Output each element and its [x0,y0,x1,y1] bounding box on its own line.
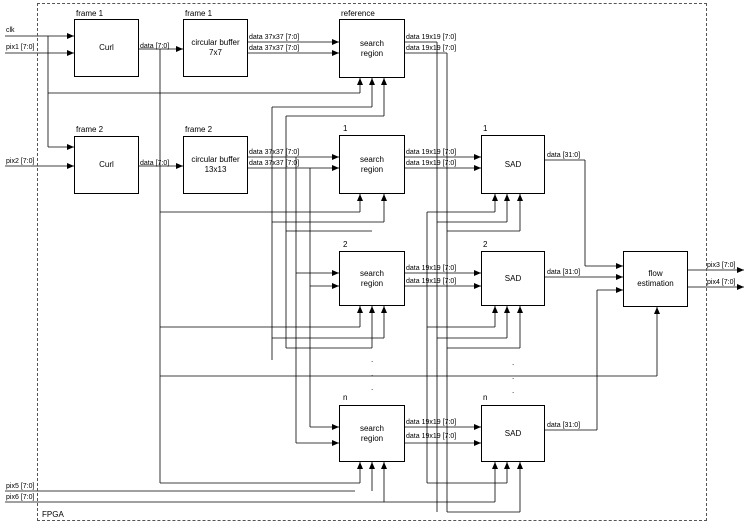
wire-label-sr1-out-b: data 19x19 [7:0] [406,160,457,167]
sad-block-n-label: SAD [504,428,522,438]
flow-estimation-block: flow estimation [623,251,688,307]
fpga-label: FPGA [42,510,64,519]
sad-1-title: 1 [483,124,488,133]
ellipsis-dot: . [371,369,374,378]
curl-block-1-label: Curl [99,43,114,52]
signal-pix3-label: pix3 [7:0] [707,262,736,269]
search-region-2-title: 2 [343,240,348,249]
search-region-1-label-2: region [360,164,384,174]
wire-label-buf2-out-b: data 37x37 [7:0] [249,160,300,167]
sad-block-1-label: SAD [504,159,522,169]
flow-estimation-label-1: flow [648,269,663,278]
curl2-title: frame 2 [76,125,104,134]
curl1-title: frame 1 [76,9,104,18]
wire-label-sad2-out: data [31:0] [547,269,581,276]
curl-block-1: Curl [74,19,139,77]
ellipsis-dot: . [512,386,515,395]
wire-label-srn-out-b: data 19x19 [7:0] [406,433,457,440]
wire-label-sadn-out: data [31:0] [547,422,581,429]
circular-buffer-1-label: circular buffer [191,38,240,47]
buffer1-title: frame 1 [185,9,213,18]
search-region-n-label-1: search [359,423,384,433]
wire-label-srn-out-a: data 19x19 [7:0] [406,419,457,426]
signal-pix2-label: pix2 [7:0] [6,158,35,165]
sad-n-title: n [483,393,488,402]
flow-estimation-label-2: estimation [637,279,674,288]
wire-label-buf1-out-b: data 37x37 [7:0] [249,45,300,52]
signal-clk-label: clk [6,27,15,34]
wire-label-sad1-out: data [31:0] [547,152,581,159]
sad-block-2-label: SAD [504,273,522,283]
sad-block-2: SAD [481,251,545,306]
curl-block-2: Curl [74,136,139,194]
search-region-2-label-2: region [360,278,384,288]
wire-label-curl2-out: data [7:0] [140,160,170,167]
search-region-reference-label-1: search [359,38,384,48]
sad-2-title: 2 [483,240,488,249]
search-region-n-title: n [343,393,348,402]
signal-pix1-label: pix1 [7:0] [6,44,35,51]
wire-label-ref-out-a: data 19x19 [7:0] [406,34,457,41]
search-region-1-title: 1 [343,124,348,133]
signal-pix6-label: pix6 [7:0] [6,494,35,501]
sad-block-n: SAD [481,405,545,462]
reference-title: reference [341,9,375,18]
wire-label-sr2-out-a: data 19x19 [7:0] [406,265,457,272]
sad-block-1: SAD [481,135,545,194]
wire-label-curl1-out: data [7:0] [140,43,170,50]
search-region-2-label-1: search [359,268,384,278]
search-region-1-label-1: search [359,154,384,164]
search-region-1: search region [339,135,405,194]
curl-block-2-label: Curl [99,160,114,169]
wire-label-buf1-out-a: data 37x37 [7:0] [249,34,300,41]
circular-buffer-2: circular buffer 13x13 [183,136,248,194]
search-region-2: search region [339,251,405,306]
signal-pix4-label: pix4 [7:0] [707,279,736,286]
circular-buffer-2-size: 13x13 [204,165,227,174]
ellipsis-dot: . [371,383,374,392]
fpga-boundary [37,3,707,521]
circular-buffer-1-size: 7x7 [209,48,222,57]
wire-label-sr2-out-b: data 19x19 [7:0] [406,278,457,285]
ellipsis-dot: . [371,355,374,364]
wire-label-ref-out-b: data 19x19 [7:0] [406,45,457,52]
ellipsis-dot: . [512,358,515,367]
signal-pix5-label: pix5 [7:0] [6,483,35,490]
search-region-reference: search region [339,19,405,78]
circular-buffer-1: circular buffer 7x7 [183,19,248,77]
circular-buffer-2-label: circular buffer [191,155,240,164]
wire-label-sr1-out-a: data 19x19 [7:0] [406,149,457,156]
search-region-n: search region [339,405,405,462]
buffer2-title: frame 2 [185,125,213,134]
search-region-n-label-2: region [360,433,384,443]
search-region-reference-label-2: region [360,48,384,58]
wire-label-buf2-out-a: data 37x37 [7:0] [249,149,300,156]
ellipsis-dot: . [512,372,515,381]
